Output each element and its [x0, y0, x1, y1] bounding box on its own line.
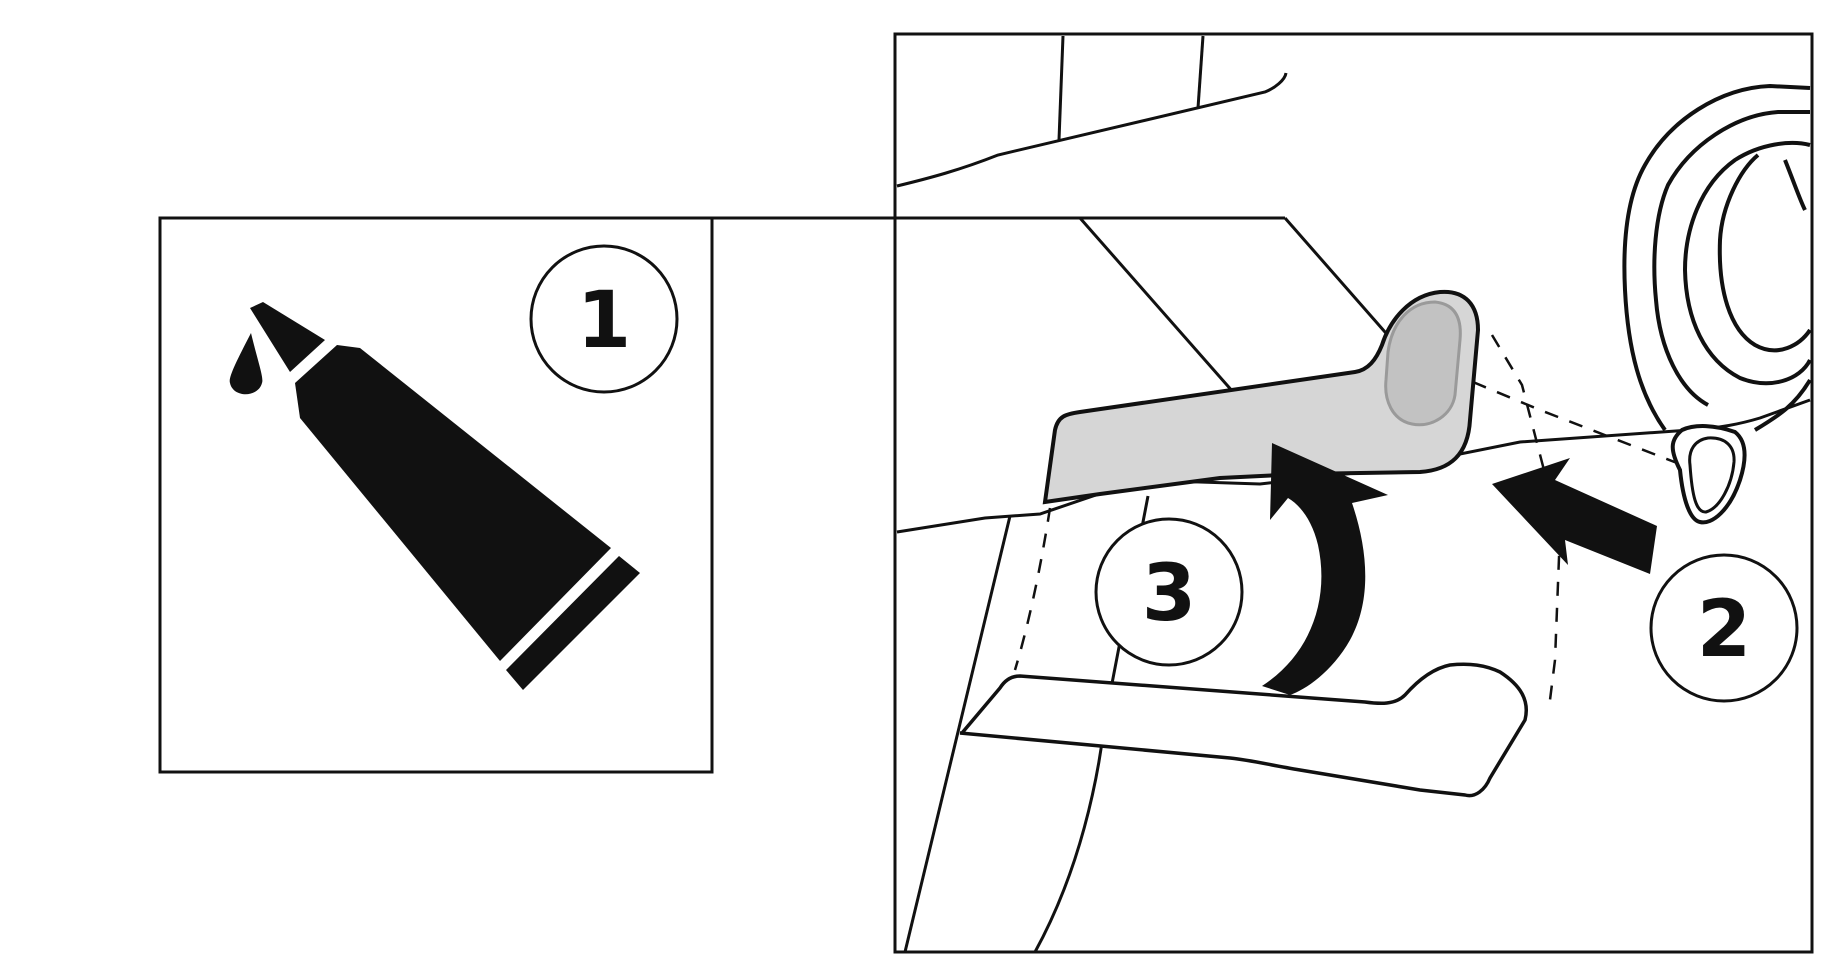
appliance-top-edge: [896, 35, 1288, 188]
grease-drop-icon: [229, 333, 263, 395]
step-2-label: 2: [1697, 585, 1751, 675]
coil-spring: [1622, 83, 1812, 432]
rotate-arrow-icon: [1262, 443, 1388, 695]
step-2-badge: 2: [1649, 553, 1799, 703]
detail-panel: 2 3: [893, 32, 1814, 954]
lubricant-tube-icon: [295, 345, 611, 661]
lubricant-panel-frame: [158, 216, 714, 774]
locking-pin-face: [1688, 436, 1736, 514]
push-arrow-icon: [1492, 458, 1657, 574]
lubricant-panel: 1: [158, 216, 714, 774]
step-1-badge: 1: [529, 244, 679, 394]
step-1-label: 1: [577, 276, 631, 366]
lubricant-tube-nozzle: [250, 302, 325, 372]
detail-panel-frame: [893, 32, 1814, 954]
hinge-bracket: [959, 662, 1528, 798]
step-3-badge: 3: [1094, 517, 1244, 667]
lever-pivot-recess: [1384, 300, 1462, 427]
lever-part: [1042, 289, 1481, 505]
step-3-label: 3: [1142, 549, 1196, 639]
lubricant-tube-end: [506, 556, 640, 690]
